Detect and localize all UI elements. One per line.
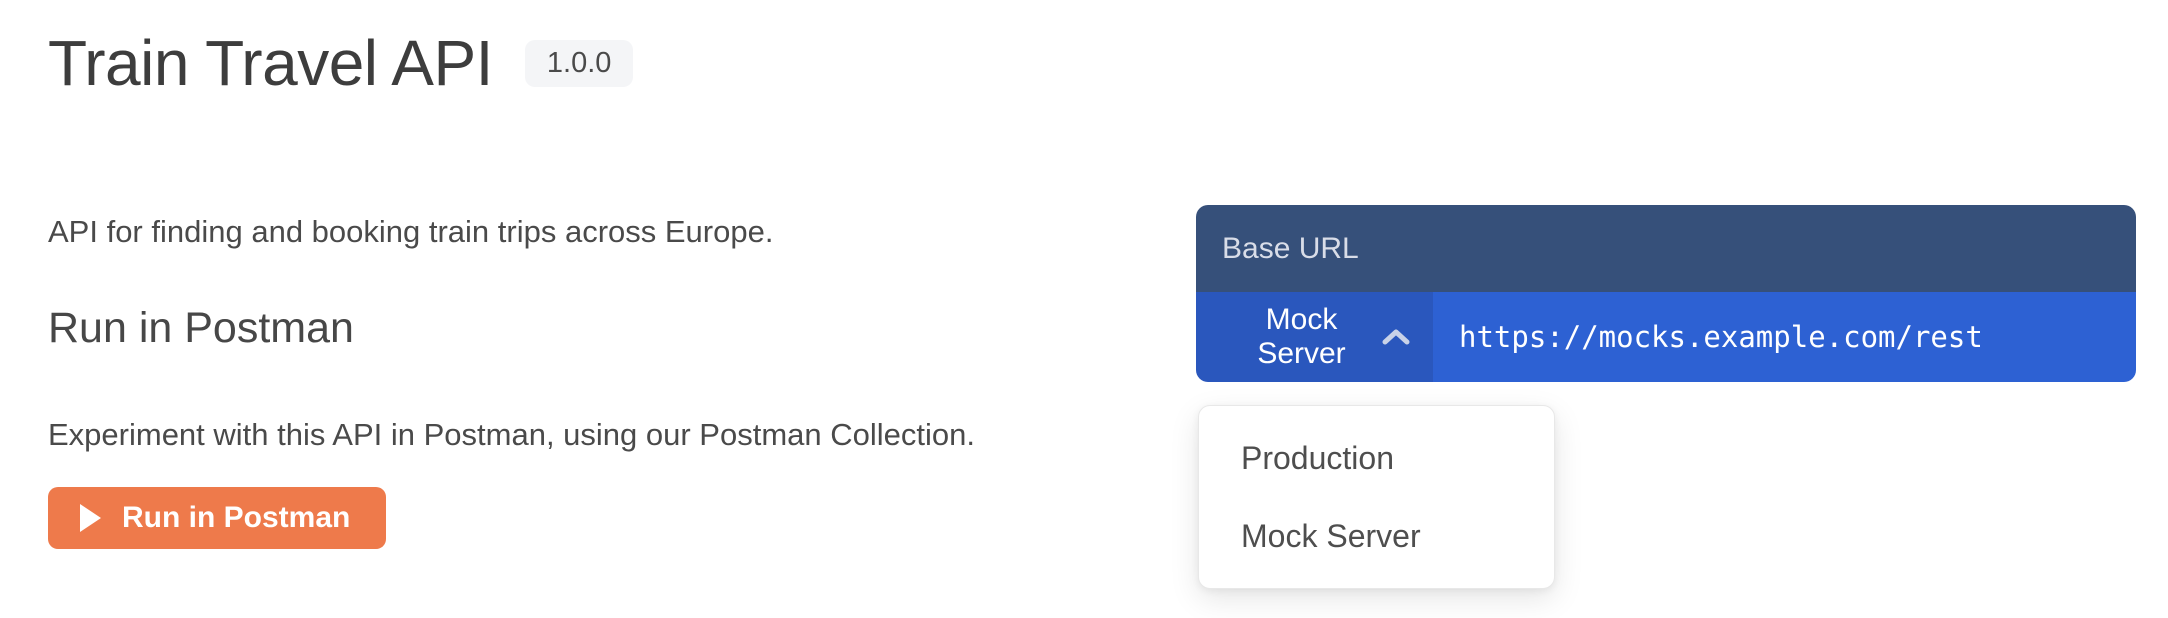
server-option-production[interactable]: Production <box>1199 419 1554 497</box>
doc-header: Train Travel API 1.0.0 <box>48 27 634 99</box>
run-in-postman-heading: Run in Postman <box>48 304 354 352</box>
page-title: Train Travel API <box>48 27 493 99</box>
version-badge: 1.0.0 <box>524 39 634 87</box>
server-select-button[interactable]: Mock Server <box>1196 292 1433 382</box>
postman-description: Experiment with this API in Postman, usi… <box>48 417 975 452</box>
api-description: API for finding and booking train trips … <box>48 214 774 249</box>
run-in-postman-button[interactable]: Run in Postman <box>48 487 387 549</box>
base-url-value[interactable]: https://mocks.example.com/rest <box>1433 292 2136 382</box>
base-url-header: Base URL <box>1196 205 2136 292</box>
base-url-label: Base URL <box>1222 231 1359 265</box>
selected-server-label: Mock Server <box>1257 303 1346 370</box>
server-option-mock-server[interactable]: Mock Server <box>1199 497 1554 575</box>
server-option-label: Mock Server <box>1241 517 1421 554</box>
base-url-panel: Base URL Mock Server https://mocks.examp… <box>1196 205 2136 382</box>
base-url-text: https://mocks.example.com/rest <box>1459 320 1983 354</box>
play-icon <box>78 503 102 533</box>
server-dropdown-menu: Production Mock Server <box>1198 405 1555 589</box>
run-in-postman-button-label: Run in Postman <box>122 501 351 534</box>
chevron-up-icon <box>1381 327 1411 347</box>
server-option-label: Production <box>1241 439 1394 476</box>
base-url-row: Mock Server https://mocks.example.com/re… <box>1196 292 2136 382</box>
